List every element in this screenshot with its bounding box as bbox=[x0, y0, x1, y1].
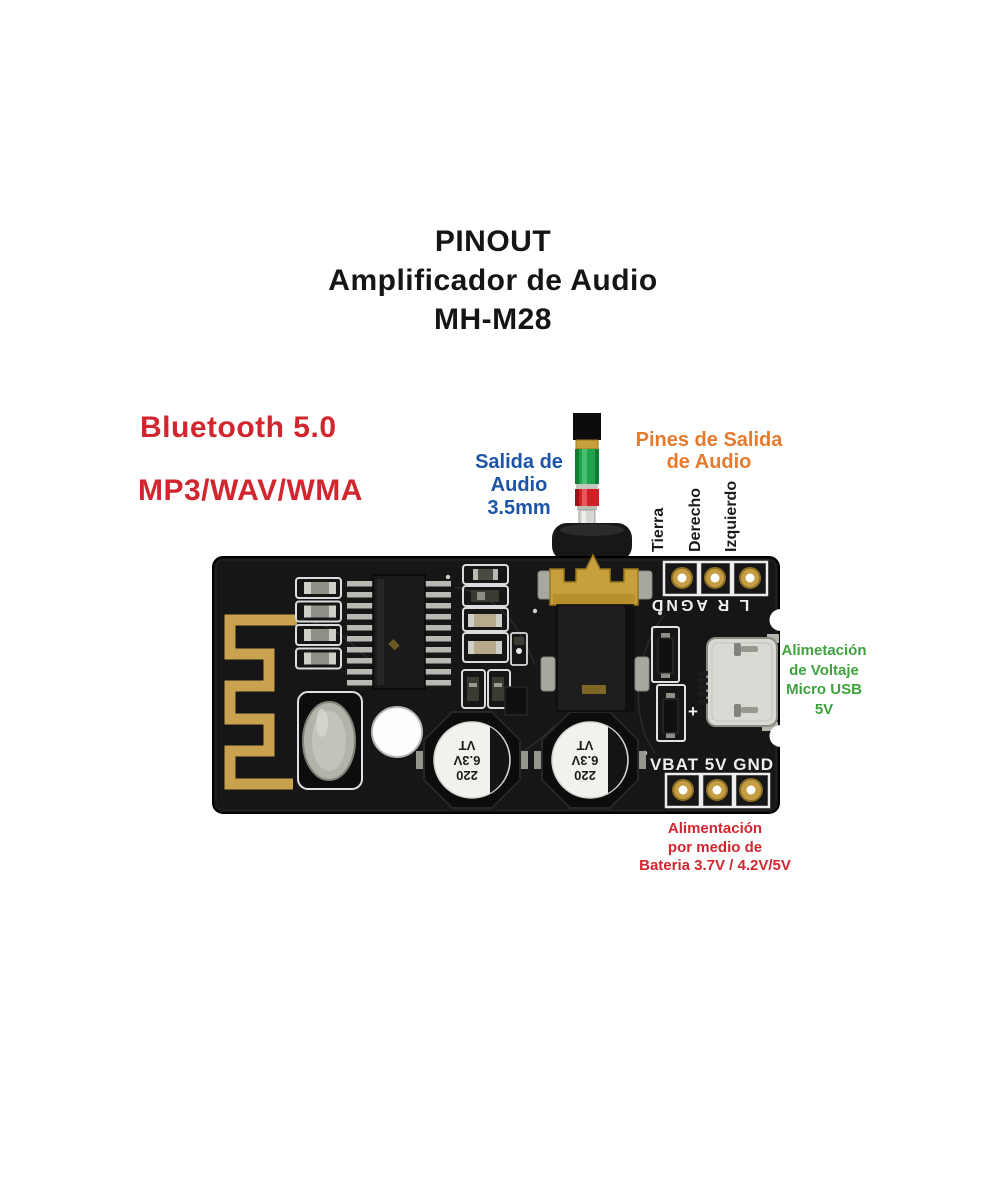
pin-pad-box bbox=[700, 772, 735, 809]
crystal-oscillator bbox=[297, 691, 363, 790]
audio-pins-callout: Pines de Salida de Audio bbox=[619, 429, 799, 473]
title-line-model: MH-M28 bbox=[433, 303, 552, 336]
plug-sleeve-green bbox=[575, 449, 599, 484]
silkscreen-audio-label: L R AGND bbox=[649, 596, 749, 613]
audio-jack-callout-line3: 3.5mm bbox=[487, 497, 551, 519]
electrolytic-capacitor-2: 220 6.3V VT bbox=[534, 711, 646, 809]
pin-pad-box bbox=[662, 560, 700, 597]
ic-chip bbox=[347, 574, 451, 690]
battery-power-callout-line3: Bateria 3.7V / 4.2V/5V bbox=[639, 857, 791, 874]
board-edge-notch bbox=[769, 725, 792, 747]
usb-power-callout-line2: de Voltaje bbox=[789, 661, 859, 679]
mounting-hole bbox=[371, 706, 423, 758]
pcb-board-graphic: 220 6.3V VT 220 6.3V VT bbox=[212, 523, 792, 814]
usb-contacts bbox=[698, 671, 708, 704]
plug-cap bbox=[573, 413, 601, 440]
micro-usb-port bbox=[698, 634, 779, 731]
svg-text:6.3V: 6.3V bbox=[453, 753, 480, 768]
battery-power-callout-line2: por medio de bbox=[667, 838, 763, 856]
transistor-components: + bbox=[651, 626, 698, 742]
bluetooth-version-label: Bluetooth 5.0 bbox=[140, 411, 337, 444]
audio-pins-callout-line1: Pines de Salida bbox=[635, 429, 783, 451]
silkscreen-power-label: VBAT 5V GND bbox=[650, 755, 774, 774]
pin-pad-box bbox=[733, 772, 771, 809]
usb-power-callout: Alimetación de Voltaje Micro USB 5V bbox=[754, 641, 894, 719]
board-edge-notch bbox=[769, 609, 792, 631]
capacitor-marking: 220 6.3V VT bbox=[453, 738, 480, 783]
title-line-pinout: PINOUT bbox=[434, 225, 552, 258]
svg-text:220: 220 bbox=[456, 768, 478, 783]
svg-text:VT: VT bbox=[577, 738, 594, 753]
bluetooth-antenna-trace bbox=[224, 614, 297, 790]
pin-pads bbox=[671, 567, 761, 589]
page-title: PINOUT Amplificador de Audio MH-M28 bbox=[0, 222, 986, 339]
usb-power-callout-line1: Alimetación bbox=[781, 642, 867, 659]
battery-power-callout: Alimentación por medio de Bateria 3.7V /… bbox=[605, 820, 825, 876]
pin-pads bbox=[672, 778, 763, 802]
plug-ring-red bbox=[575, 489, 599, 506]
pin-header-audio bbox=[662, 560, 769, 597]
audio-jack-component bbox=[552, 523, 632, 561]
pin-header-power bbox=[664, 772, 771, 809]
audio-jack-callout-line2: Audio bbox=[490, 474, 548, 496]
jack-crown bbox=[549, 553, 639, 606]
usb-power-callout-line4: 5V bbox=[814, 700, 834, 718]
plug-gold-ring bbox=[575, 439, 599, 450]
plus-mark: + bbox=[688, 702, 698, 721]
plug-silver-band-2 bbox=[577, 506, 597, 510]
svg-text:VT: VT bbox=[459, 738, 476, 753]
title-line-product: Amplificador de Audio bbox=[328, 264, 658, 297]
audio-jack-callout-line1: Salida de bbox=[475, 451, 563, 473]
usb-power-callout-line3: Micro USB bbox=[786, 681, 862, 698]
smd-components-left bbox=[295, 577, 342, 670]
electrolytic-capacitor-1: 220 6.3V VT bbox=[416, 711, 528, 809]
svg-text:6.3V: 6.3V bbox=[571, 753, 598, 768]
smd-components-near-jack bbox=[504, 632, 528, 716]
pin-pad-box bbox=[664, 772, 702, 809]
capacitor-marking: 220 6.3V VT bbox=[571, 738, 598, 783]
audio-jack-callout: Salida de Audio 3.5mm bbox=[449, 451, 589, 520]
audio-jack-body bbox=[537, 553, 653, 712]
battery-power-callout-line1: Alimentación bbox=[667, 820, 763, 837]
smd-components-middle bbox=[461, 564, 511, 709]
pin-pad-box bbox=[731, 560, 769, 597]
audio-formats-label: MP3/WAV/WMA bbox=[138, 474, 363, 507]
audio-pins-callout-line2: de Audio bbox=[666, 451, 752, 473]
svg-text:220: 220 bbox=[574, 768, 596, 783]
plug-silver-band-1 bbox=[576, 484, 598, 489]
pin-pad-box bbox=[698, 560, 733, 597]
